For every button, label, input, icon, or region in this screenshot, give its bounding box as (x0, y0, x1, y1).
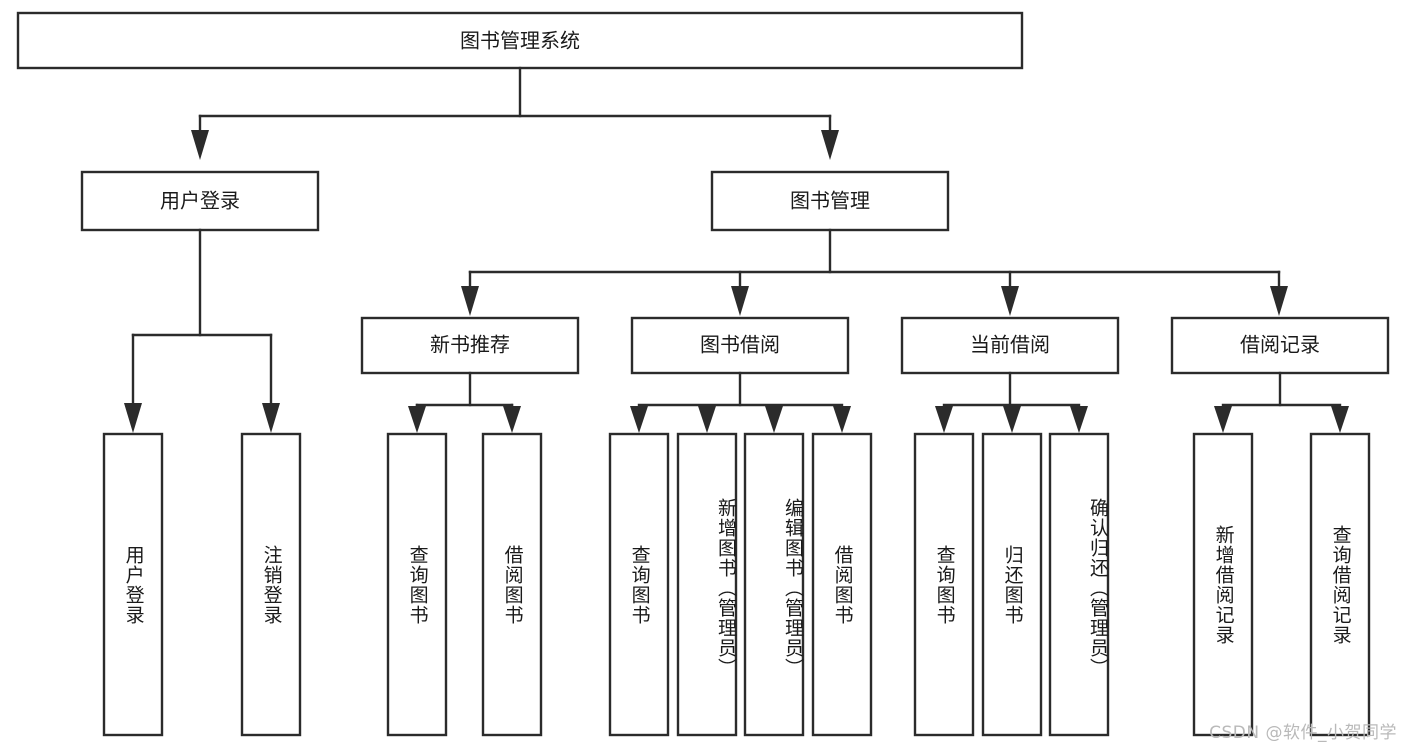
leaf-box-recommend-1[interactable] (481, 432, 543, 737)
arrow-to-book-borrow (731, 286, 749, 316)
arrow-to-leaf-borrow-2 (765, 406, 783, 433)
node-user-login-label: 用户登录 (160, 189, 240, 213)
arrow-to-user-login (191, 130, 209, 160)
arrow-to-borrow-record (1270, 286, 1288, 316)
arrow-to-leaf-current-0 (935, 406, 953, 433)
node-book-borrow-label: 图书借阅 (700, 333, 780, 357)
arrow-to-leaf-recommend-0 (408, 406, 426, 433)
arrow-to-new-book-recommend (461, 286, 479, 316)
arrow-to-book-manage (821, 130, 839, 160)
leaf-box-borrow-2[interactable] (743, 432, 805, 737)
node-root-label: 图书管理系统 (460, 29, 580, 53)
node-root[interactable] (16, 11, 1024, 70)
arrow-to-leaf-record-1 (1331, 406, 1349, 433)
leaf-box-borrow-3[interactable] (811, 432, 873, 737)
leaf-box-current-1[interactable] (981, 432, 1043, 737)
node-current-borrow-label: 当前借阅 (970, 333, 1050, 357)
arrow-to-leaf-borrow-3 (833, 406, 851, 433)
arrow-to-leaf-borrow-0 (630, 406, 648, 433)
leaf-box-record-1[interactable] (1309, 432, 1371, 737)
leaf-box-user-login-1[interactable] (240, 432, 302, 737)
arrow-to-leaf-record-0 (1214, 406, 1232, 433)
node-current-borrow[interactable] (900, 316, 1120, 375)
leaf-box-user-login-0[interactable] (102, 432, 164, 737)
node-borrow-record[interactable] (1170, 316, 1390, 375)
arrow-to-leaf-borrow-1 (698, 406, 716, 433)
node-book-manage[interactable] (710, 170, 950, 232)
leaf-box-recommend-0[interactable] (386, 432, 448, 737)
node-borrow-record-label: 借阅记录 (1240, 333, 1320, 357)
node-book-borrow[interactable] (630, 316, 850, 375)
leaf-box-current-2[interactable] (1048, 432, 1110, 737)
leaf-box-borrow-1[interactable] (676, 432, 738, 737)
node-book-manage-label: 图书管理 (790, 189, 870, 213)
leaf-box-record-0[interactable] (1192, 432, 1254, 737)
leaf-box-borrow-0[interactable] (608, 432, 670, 737)
arrow-to-leaf-recommend-1 (503, 406, 521, 433)
watermark-label: CSDN @软件_小贺同学 (1209, 723, 1397, 743)
arrow-to-current-borrow (1001, 286, 1019, 316)
arrow-to-leaf-current-1 (1003, 406, 1021, 433)
node-new-book-recommend-label: 新书推荐 (430, 333, 510, 357)
arrow-to-leaf-current-2 (1070, 406, 1088, 433)
arrow-to-leaf-user-login-1 (262, 403, 280, 433)
leaf-box-current-0[interactable] (913, 432, 975, 737)
node-new-book-recommend[interactable] (360, 316, 580, 375)
arrow-to-leaf-user-login-0 (124, 403, 142, 433)
